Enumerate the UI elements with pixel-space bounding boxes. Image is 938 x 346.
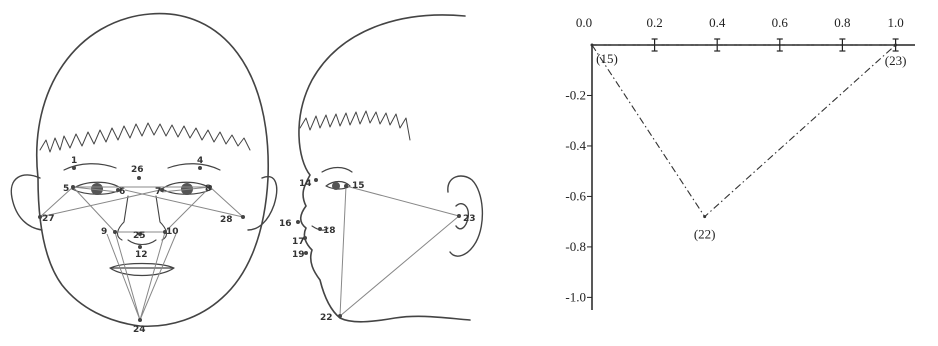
series-point [894,43,898,47]
side-triangle [339,185,461,318]
error-bar [776,38,783,52]
landmark-label-7: 7 [155,187,161,197]
landmark-label-5: 5 [63,184,69,194]
series-triangle: (15) (22) (23) [590,43,907,242]
series-point [703,215,707,219]
y-tick-label: -1.0 [565,289,586,304]
front-landmark-dots [38,166,245,322]
point-label: (23) [885,53,907,68]
y-tick-label: -0.8 [565,239,586,254]
landmark-label-22: 22 [320,313,333,323]
landmark-label-10: 10 [166,227,179,237]
front-triangle-upper [39,186,244,233]
side-ear [447,175,484,257]
front-mouth [109,262,175,277]
side-eyebrow [321,166,353,173]
side-hairline [299,110,411,141]
error-bars [651,38,899,52]
x-tick-label: 0.8 [834,15,850,30]
landmark-label-28: 28 [220,215,233,225]
landmark-label-18: 18 [323,226,336,236]
landmark-label-23: 23 [463,214,476,224]
landmark-label-14: 14 [299,179,312,189]
landmark-label-24: 24 [133,325,146,335]
landmark-label-27: 27 [42,214,55,224]
x-tick-label: 0.2 [646,15,662,30]
landmark-label-17: 17 [292,237,305,247]
y-axis: -0.2 -0.4 -0.6 -0.8 -1.0 [565,45,593,310]
series-point [590,43,594,47]
front-left-ear [10,174,43,231]
landmark-label-4: 4 [197,156,203,166]
error-bar [651,38,658,52]
front-right-eyebrow [167,163,221,171]
error-bar [839,38,846,52]
landmark-label-26: 26 [131,165,144,175]
front-left-eye [71,181,123,195]
series-line [590,44,898,218]
landmark-label-1: 1 [71,156,77,166]
side-landmark-dots [296,178,461,318]
point-label: (15) [596,51,618,66]
front-left-eyebrow [63,163,117,171]
landmark-label-6: 6 [119,187,125,197]
front-hairline [39,122,251,153]
side-pupil [332,182,340,190]
landmark-label-9: 9 [101,227,107,237]
y-tick-label: -0.4 [565,138,586,153]
front-face-drawing: 1 4 5 6 7 8 9 10 12 24 25 26 27 28 [10,12,278,335]
side-face-drawing: 14 15 16 17 18 19 22 23 [279,14,484,323]
landmark-label-15: 15 [352,181,365,191]
x-tick-label: 0.4 [709,15,726,30]
point-label: (22) [694,227,716,242]
landmark-label-8: 8 [205,184,211,194]
front-left-pupil [91,183,103,195]
landmark-label-25: 25 [133,231,146,241]
x-axis: 0.0 0.2 0.4 0.6 0.8 1.0 [576,15,915,46]
side-head-outline [298,14,471,323]
x-tick-label: 0.6 [772,15,789,30]
front-head-outline [36,12,269,328]
x-tick-label: 0.0 [576,15,592,30]
x-tick-label: 1.0 [887,15,903,30]
landmark-label-19: 19 [292,250,305,260]
front-right-ear [247,175,278,231]
y-tick-label: -0.2 [565,87,586,102]
landmark-label-16: 16 [279,219,292,229]
y-tick-label: -0.6 [565,188,586,203]
landmark-label-12: 12 [135,250,148,260]
